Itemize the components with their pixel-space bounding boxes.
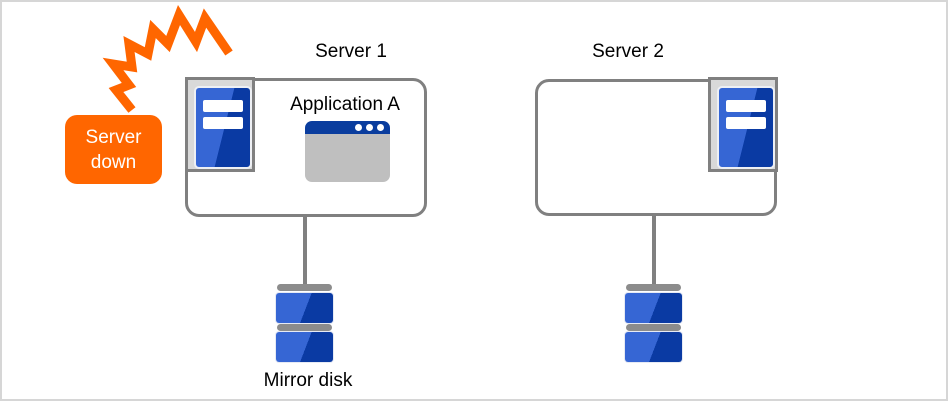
tower-slot-icon (726, 100, 766, 112)
disk-bar-icon (626, 284, 681, 291)
server-1-tower-icon (185, 77, 255, 172)
mirror-disk-icon (276, 284, 333, 362)
app-window-titlebar (305, 121, 390, 134)
disk-bar-icon (626, 324, 681, 331)
mirror-disk-icon (625, 284, 682, 362)
disk-platter-icon (276, 293, 333, 323)
tower-slot-icon (203, 117, 243, 129)
disk-platter-icon (625, 293, 682, 323)
server-tower-icon (194, 86, 252, 169)
app-window-icon (305, 121, 390, 182)
crash-flash-icon (102, 4, 233, 113)
disk-platter-icon (276, 332, 333, 362)
window-dot-icon (366, 124, 373, 131)
disk-platter-icon (625, 332, 682, 362)
window-dot-icon (377, 124, 384, 131)
server-down-badge: Server down (65, 115, 162, 184)
tower-slot-icon (203, 100, 243, 112)
app-window-body (305, 134, 390, 182)
disk-bar-icon (277, 284, 332, 291)
disk-bar-icon (277, 324, 332, 331)
server-down-label: Server down (85, 126, 142, 173)
server-tower-icon (717, 86, 775, 169)
server-1-disk-connector-line (303, 215, 307, 286)
tower-slot-icon (726, 117, 766, 129)
application-a-label: Application A (290, 94, 400, 115)
mirror-disk-label: Mirror disk (263, 370, 353, 391)
server-2-title: Server 2 (592, 41, 664, 62)
server-2-disk-connector-line (652, 214, 656, 286)
server-1-title: Server 1 (315, 41, 387, 62)
server-2-tower-icon (708, 77, 778, 172)
window-dot-icon (355, 124, 362, 131)
